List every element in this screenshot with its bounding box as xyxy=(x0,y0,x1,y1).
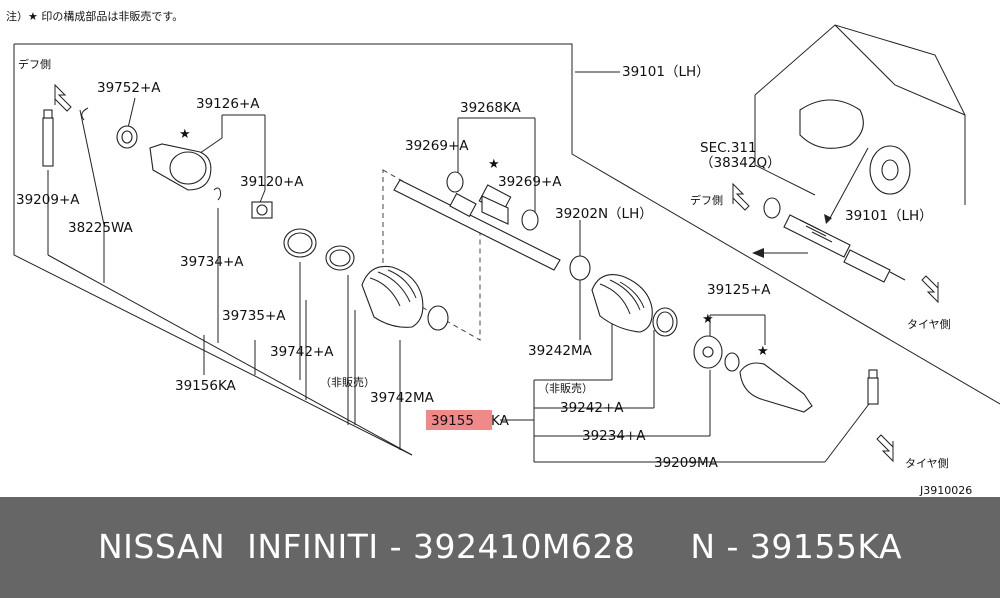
label-39269-right: 39269+A xyxy=(498,174,562,190)
label-not-sold-right: （非販売） xyxy=(538,382,593,395)
label-39752: 39752+A xyxy=(97,80,161,96)
arrow-diff-left-icon xyxy=(54,83,72,112)
part-highlight xyxy=(426,410,492,430)
boot-right xyxy=(591,274,653,333)
arrow-bold-left-icon xyxy=(752,248,808,258)
label-39120: 39120+A xyxy=(240,174,304,190)
snap-ring-39734 xyxy=(213,187,222,201)
label-39126: 39126+A xyxy=(196,96,260,112)
leader-lines xyxy=(47,71,873,463)
label-39742-ma: 39742MA xyxy=(370,390,435,406)
label-39735: 39735+A xyxy=(222,308,286,324)
band-39742 xyxy=(325,245,355,271)
label-39242-a: 39242+A xyxy=(560,400,624,416)
not-sold-stars: ★ ★ ★ ★ xyxy=(179,127,769,359)
svg-text:★: ★ xyxy=(179,127,191,142)
label-39101-main: 39101（LH） xyxy=(622,64,710,80)
label-sec311-line1: SEC.311 xyxy=(700,140,757,156)
assembly-outline-top xyxy=(14,43,1000,405)
tire-side-upper-label: タイヤ側 xyxy=(907,318,951,331)
label-39234: 39234+A xyxy=(582,428,646,444)
label-39209-ma: 39209MA xyxy=(654,455,719,471)
band-39242ma xyxy=(569,255,591,281)
svg-text:★: ★ xyxy=(702,312,714,327)
label-39155-suffix: KA xyxy=(491,413,510,429)
svg-text:★: ★ xyxy=(757,344,769,359)
arrow-tire-lower-icon xyxy=(876,434,894,463)
diff-side-left-label: デフ側 xyxy=(18,57,51,71)
label-39268: 39268KA xyxy=(460,100,522,116)
label-39101-small: 39101（LH） xyxy=(845,208,933,224)
label-39269-top: 39269+A xyxy=(405,138,469,154)
label-38225: 38225WA xyxy=(68,220,134,236)
band-39269-top xyxy=(446,171,464,193)
label-39202: 39202N（LH） xyxy=(555,206,653,222)
parts-diagram: 注）★ 印の構成部品は非販売です。 J3910026 xyxy=(6,9,1000,497)
assembly-outline-left xyxy=(13,44,413,456)
spider-39120 xyxy=(251,201,273,219)
drive-shaft xyxy=(393,179,561,271)
circlip-left xyxy=(81,107,89,121)
vehicle-sketch xyxy=(754,24,966,224)
footer-part-number: NISSAN INFINITI - 392410M628 N - 39155KA xyxy=(97,527,903,566)
label-39734: 39734+A xyxy=(180,254,244,270)
band-39242a xyxy=(652,307,678,337)
label-39742-a: 39742+A xyxy=(270,344,334,360)
footer-bar: NISSAN INFINITI - 392410M628 N - 39155KA xyxy=(0,497,1000,598)
diff-side-right-label: デフ側 xyxy=(690,193,723,207)
header-note: 注）★ 印の構成部品は非販売です。 xyxy=(6,9,183,23)
label-not-sold-left: （非販売） xyxy=(320,376,375,389)
label-sec311-line2: （38342Q） xyxy=(700,155,781,171)
boot-left xyxy=(361,265,424,328)
reference-code: J3910026 xyxy=(919,484,972,497)
label-39125: 39125+A xyxy=(707,282,771,298)
label-39242-ma: 39242MA xyxy=(528,343,593,359)
tire-side-lower-label: タイヤ側 xyxy=(905,457,949,470)
housing-39209ma xyxy=(739,362,813,413)
svg-text:★: ★ xyxy=(488,157,500,172)
shaft-small-right xyxy=(763,197,906,283)
band-39742ma xyxy=(427,305,449,331)
grease-tube xyxy=(42,109,54,167)
label-39209-a: 39209+A xyxy=(16,192,80,208)
damper-39268 xyxy=(481,195,509,225)
ring-39735 xyxy=(283,228,317,258)
arrow-diff-right-icon xyxy=(732,182,750,211)
label-39155-number: 39155 xyxy=(431,413,474,429)
band-39269-right xyxy=(521,209,539,231)
outer-joint-housing xyxy=(149,143,212,191)
arrow-tire-upper-icon xyxy=(921,275,939,304)
grease-tube-right xyxy=(867,369,879,405)
label-39156: 39156KA xyxy=(175,378,237,394)
boot-clamp-small xyxy=(116,125,138,149)
inner-joint-39125 xyxy=(693,335,740,372)
